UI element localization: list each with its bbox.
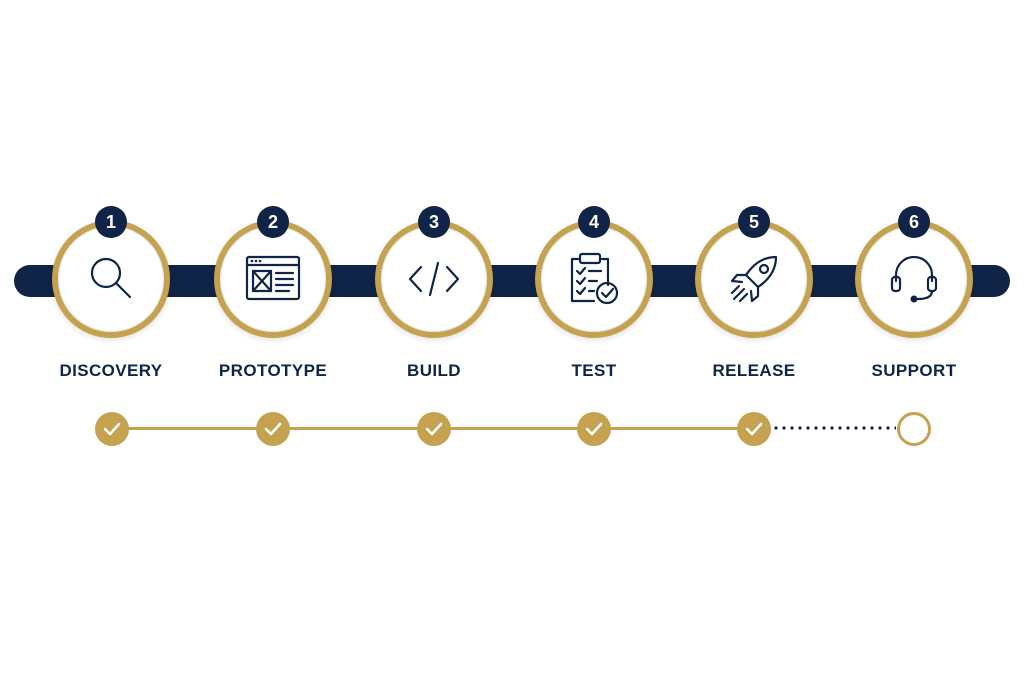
step-icon-circle xyxy=(541,226,647,332)
step-ring xyxy=(375,220,493,338)
step-icon-circle xyxy=(701,226,807,332)
step-release: 5 RELEASE xyxy=(674,206,834,388)
process-track-bar xyxy=(14,265,1010,297)
step-done-indicator xyxy=(577,412,611,446)
step-ring xyxy=(695,220,813,338)
rocket-icon xyxy=(730,255,778,303)
step-done-indicator xyxy=(737,412,771,446)
step-build: 3 BUILD xyxy=(354,206,514,388)
checkmark-icon xyxy=(103,422,121,436)
headset-icon xyxy=(890,255,938,303)
step-icon-circle xyxy=(861,226,967,332)
step-icon-circle xyxy=(220,226,326,332)
step-number-badge: 1 xyxy=(95,206,127,238)
wireframe-icon xyxy=(245,255,301,301)
step-label: SUPPORT xyxy=(871,361,957,380)
step-number-badge: 6 xyxy=(898,206,930,238)
step-icon-circle xyxy=(58,226,164,332)
step-label: TEST xyxy=(571,361,617,380)
progress-line-pending xyxy=(772,426,896,430)
step-pending-indicator xyxy=(897,412,931,446)
step-number-badge: 4 xyxy=(578,206,610,238)
step-label: PROTOTYPE xyxy=(218,361,328,380)
step-support: 6 SUPPORT xyxy=(834,206,994,388)
checkmark-icon xyxy=(745,422,763,436)
step-number-badge: 3 xyxy=(418,206,450,238)
checkmark-icon xyxy=(264,422,282,436)
checkmark-icon xyxy=(425,422,443,436)
step-prototype: 2 PROTOTYPE xyxy=(193,206,353,388)
step-number-badge: 2 xyxy=(257,206,289,238)
step-discovery: 1 DISCOVERY xyxy=(31,206,191,388)
checkmark-icon xyxy=(585,422,603,436)
step-done-indicator xyxy=(95,412,129,446)
step-ring xyxy=(214,220,332,338)
step-ring xyxy=(855,220,973,338)
code-icon xyxy=(408,261,460,297)
step-label: BUILD xyxy=(407,361,461,380)
step-ring xyxy=(535,220,653,338)
step-test: 4 TEST xyxy=(514,206,674,388)
step-number-badge: 5 xyxy=(738,206,770,238)
step-done-indicator xyxy=(417,412,451,446)
step-label: DISCOVERY xyxy=(59,361,163,380)
magnifier-icon xyxy=(90,257,132,299)
step-icon-circle xyxy=(381,226,487,332)
step-label: RELEASE xyxy=(712,361,796,380)
step-done-indicator xyxy=(256,412,290,446)
step-ring xyxy=(52,220,170,338)
clipboard-check-icon xyxy=(570,252,619,305)
